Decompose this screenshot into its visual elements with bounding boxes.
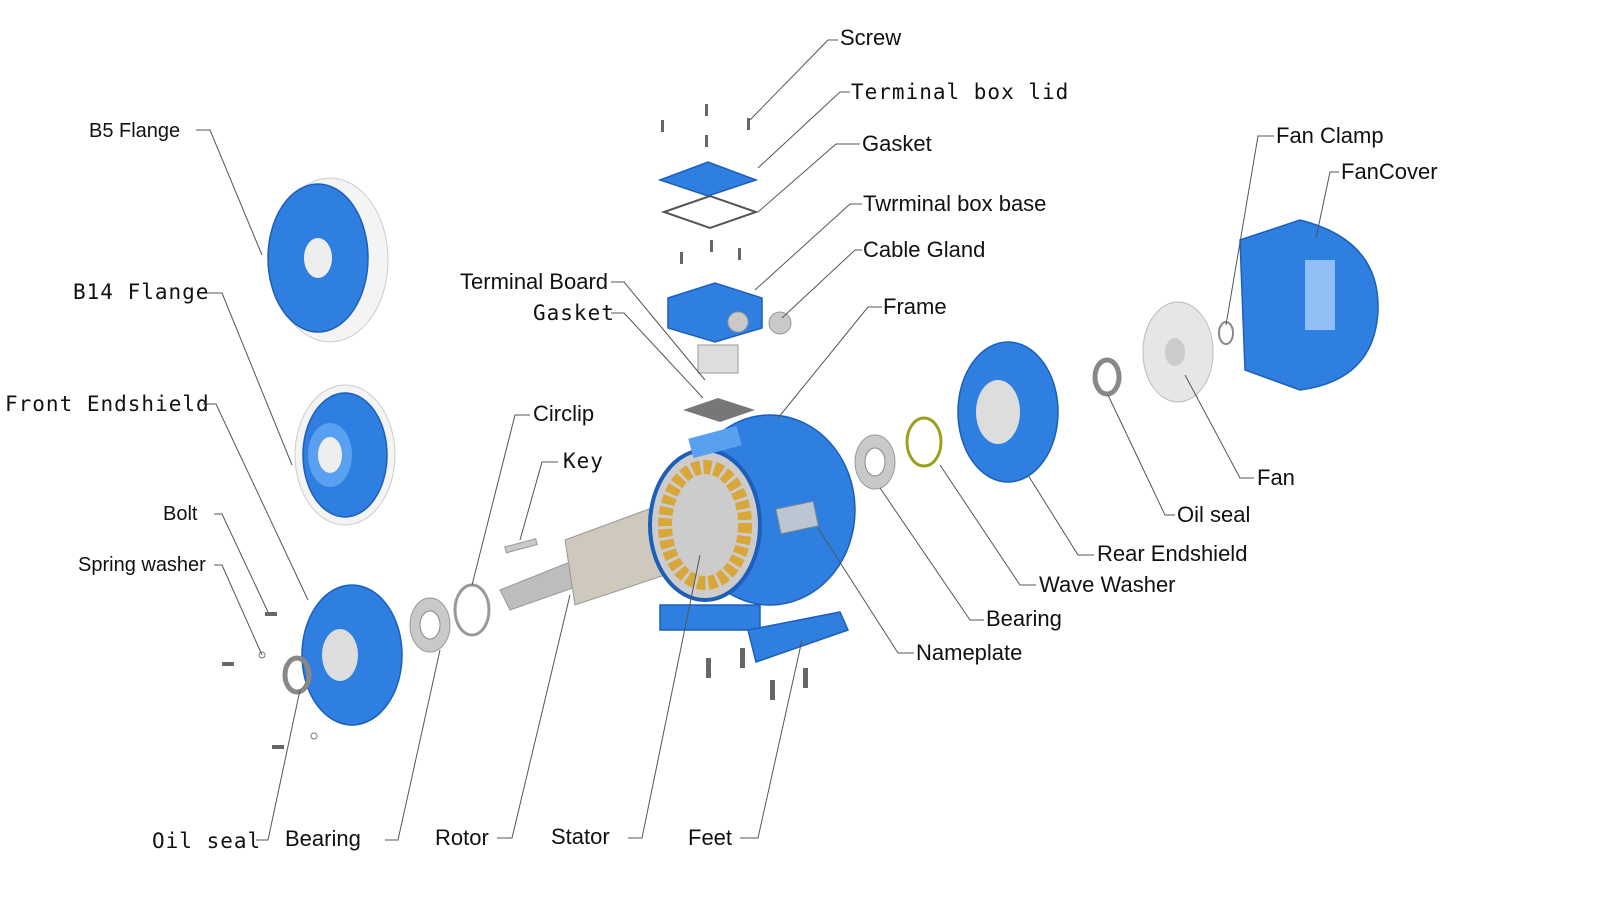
label-b5-flange: B5 Flange xyxy=(89,120,180,142)
rear-endshield-part xyxy=(957,341,1059,483)
label-fan-clamp: Fan Clamp xyxy=(1276,123,1384,148)
label-bolt: Bolt xyxy=(163,503,198,525)
label-gasket-top: Gasket xyxy=(862,131,932,156)
label-stator: Stator xyxy=(551,824,610,849)
label-cable-gland: Cable Gland xyxy=(863,237,985,262)
feet-bolts-part xyxy=(706,648,808,700)
label-frame: Frame xyxy=(883,294,947,319)
circlip-part xyxy=(453,583,491,637)
label-fan-cover: FanCover xyxy=(1341,159,1438,184)
bolts-part xyxy=(222,612,318,749)
label-terminal-box-base: Twrminal box base xyxy=(863,191,1046,216)
label-screw: Screw xyxy=(840,25,901,50)
label-fan: Fan xyxy=(1257,465,1295,490)
label-bearing-rear: Bearing xyxy=(986,606,1062,631)
label-nameplate: Nameplate xyxy=(916,640,1022,665)
label-b14-flange: B14 Flange xyxy=(73,280,209,304)
rear-bearing-part xyxy=(854,434,896,490)
label-rear-endshield: Rear Endshield xyxy=(1097,541,1247,566)
fan-part xyxy=(1142,301,1214,403)
frame-part xyxy=(648,414,856,631)
wave-washer-part xyxy=(905,416,943,468)
b14-flange-part xyxy=(294,384,396,526)
label-rotor: Rotor xyxy=(435,825,489,850)
front-bearing-part xyxy=(409,597,451,653)
label-wave-washer: Wave Washer xyxy=(1039,572,1176,597)
b5-flange-part xyxy=(267,177,389,343)
label-gasket-board: Gasket xyxy=(533,301,615,325)
label-front-endshield: Front Endshield xyxy=(5,392,210,416)
label-feet: Feet xyxy=(688,825,732,850)
label-circlip: Circlip xyxy=(533,401,594,426)
front-endshield-part xyxy=(282,584,403,726)
key-part xyxy=(504,538,538,554)
label-key: Key xyxy=(563,449,604,473)
label-oil-seal-front: Oil seal xyxy=(152,829,261,853)
fan-cover-part xyxy=(1239,219,1379,391)
label-oil-seal-rear: Oil seal xyxy=(1177,502,1250,527)
terminal-box-part xyxy=(657,104,792,422)
fan-clamp-part xyxy=(1218,321,1234,345)
label-terminal-board: Terminal Board xyxy=(460,269,608,294)
label-terminal-box-lid: Terminal box lid xyxy=(851,80,1069,104)
label-spring-washer: Spring washer xyxy=(78,554,206,576)
feet-part xyxy=(747,611,850,663)
label-bearing-front: Bearing xyxy=(285,826,361,851)
leader-lines xyxy=(196,39,1339,841)
rear-oil-seal-part xyxy=(1092,357,1122,397)
